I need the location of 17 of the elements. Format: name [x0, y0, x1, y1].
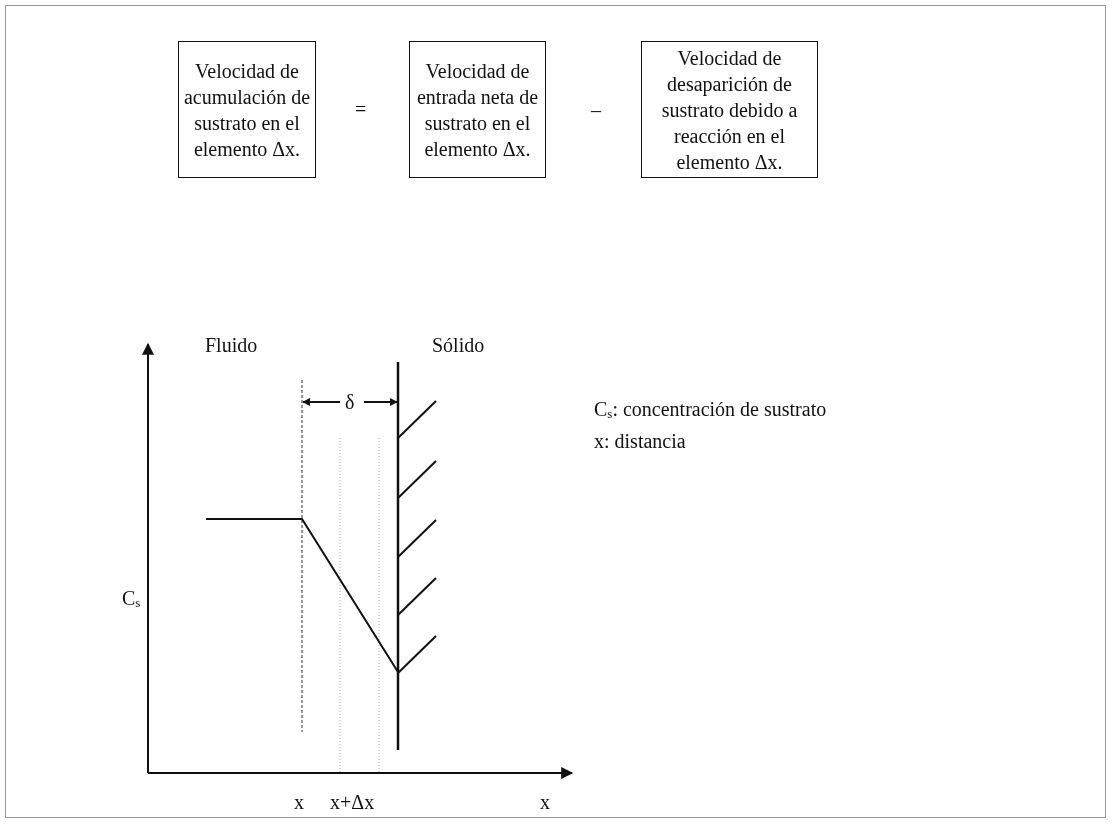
equation-term-box: [178, 41, 316, 178]
dimension-label: δ: [345, 390, 355, 414]
legend-note: C$_{s}$: concentración de sustrato: [594, 397, 827, 423]
equals-sign: =: [355, 97, 367, 121]
legend-note: x: distancia: [594, 429, 686, 453]
tick-label: x: [294, 790, 304, 814]
term-text: Velocidad de acumulación de sustrato en el elemento Δx.: [182, 58, 312, 162]
region-label: Sólido: [432, 333, 485, 357]
tick-label: x+Δx: [330, 790, 375, 814]
axis-label: x: [540, 790, 550, 814]
term-text: Velocidad de desaparición de sustrato debido a reacción en el elemento Δx.: [660, 45, 799, 175]
minus-sign: _: [591, 90, 601, 114]
axis-label: C$_{s}$: [122, 586, 141, 612]
equation-term-box: [641, 41, 818, 178]
region-label: Fluido: [205, 333, 258, 357]
term-text: Velocidad de entrada neta de sustrato en el elemento Δx.: [415, 58, 539, 162]
equation-term-box: [409, 41, 546, 178]
